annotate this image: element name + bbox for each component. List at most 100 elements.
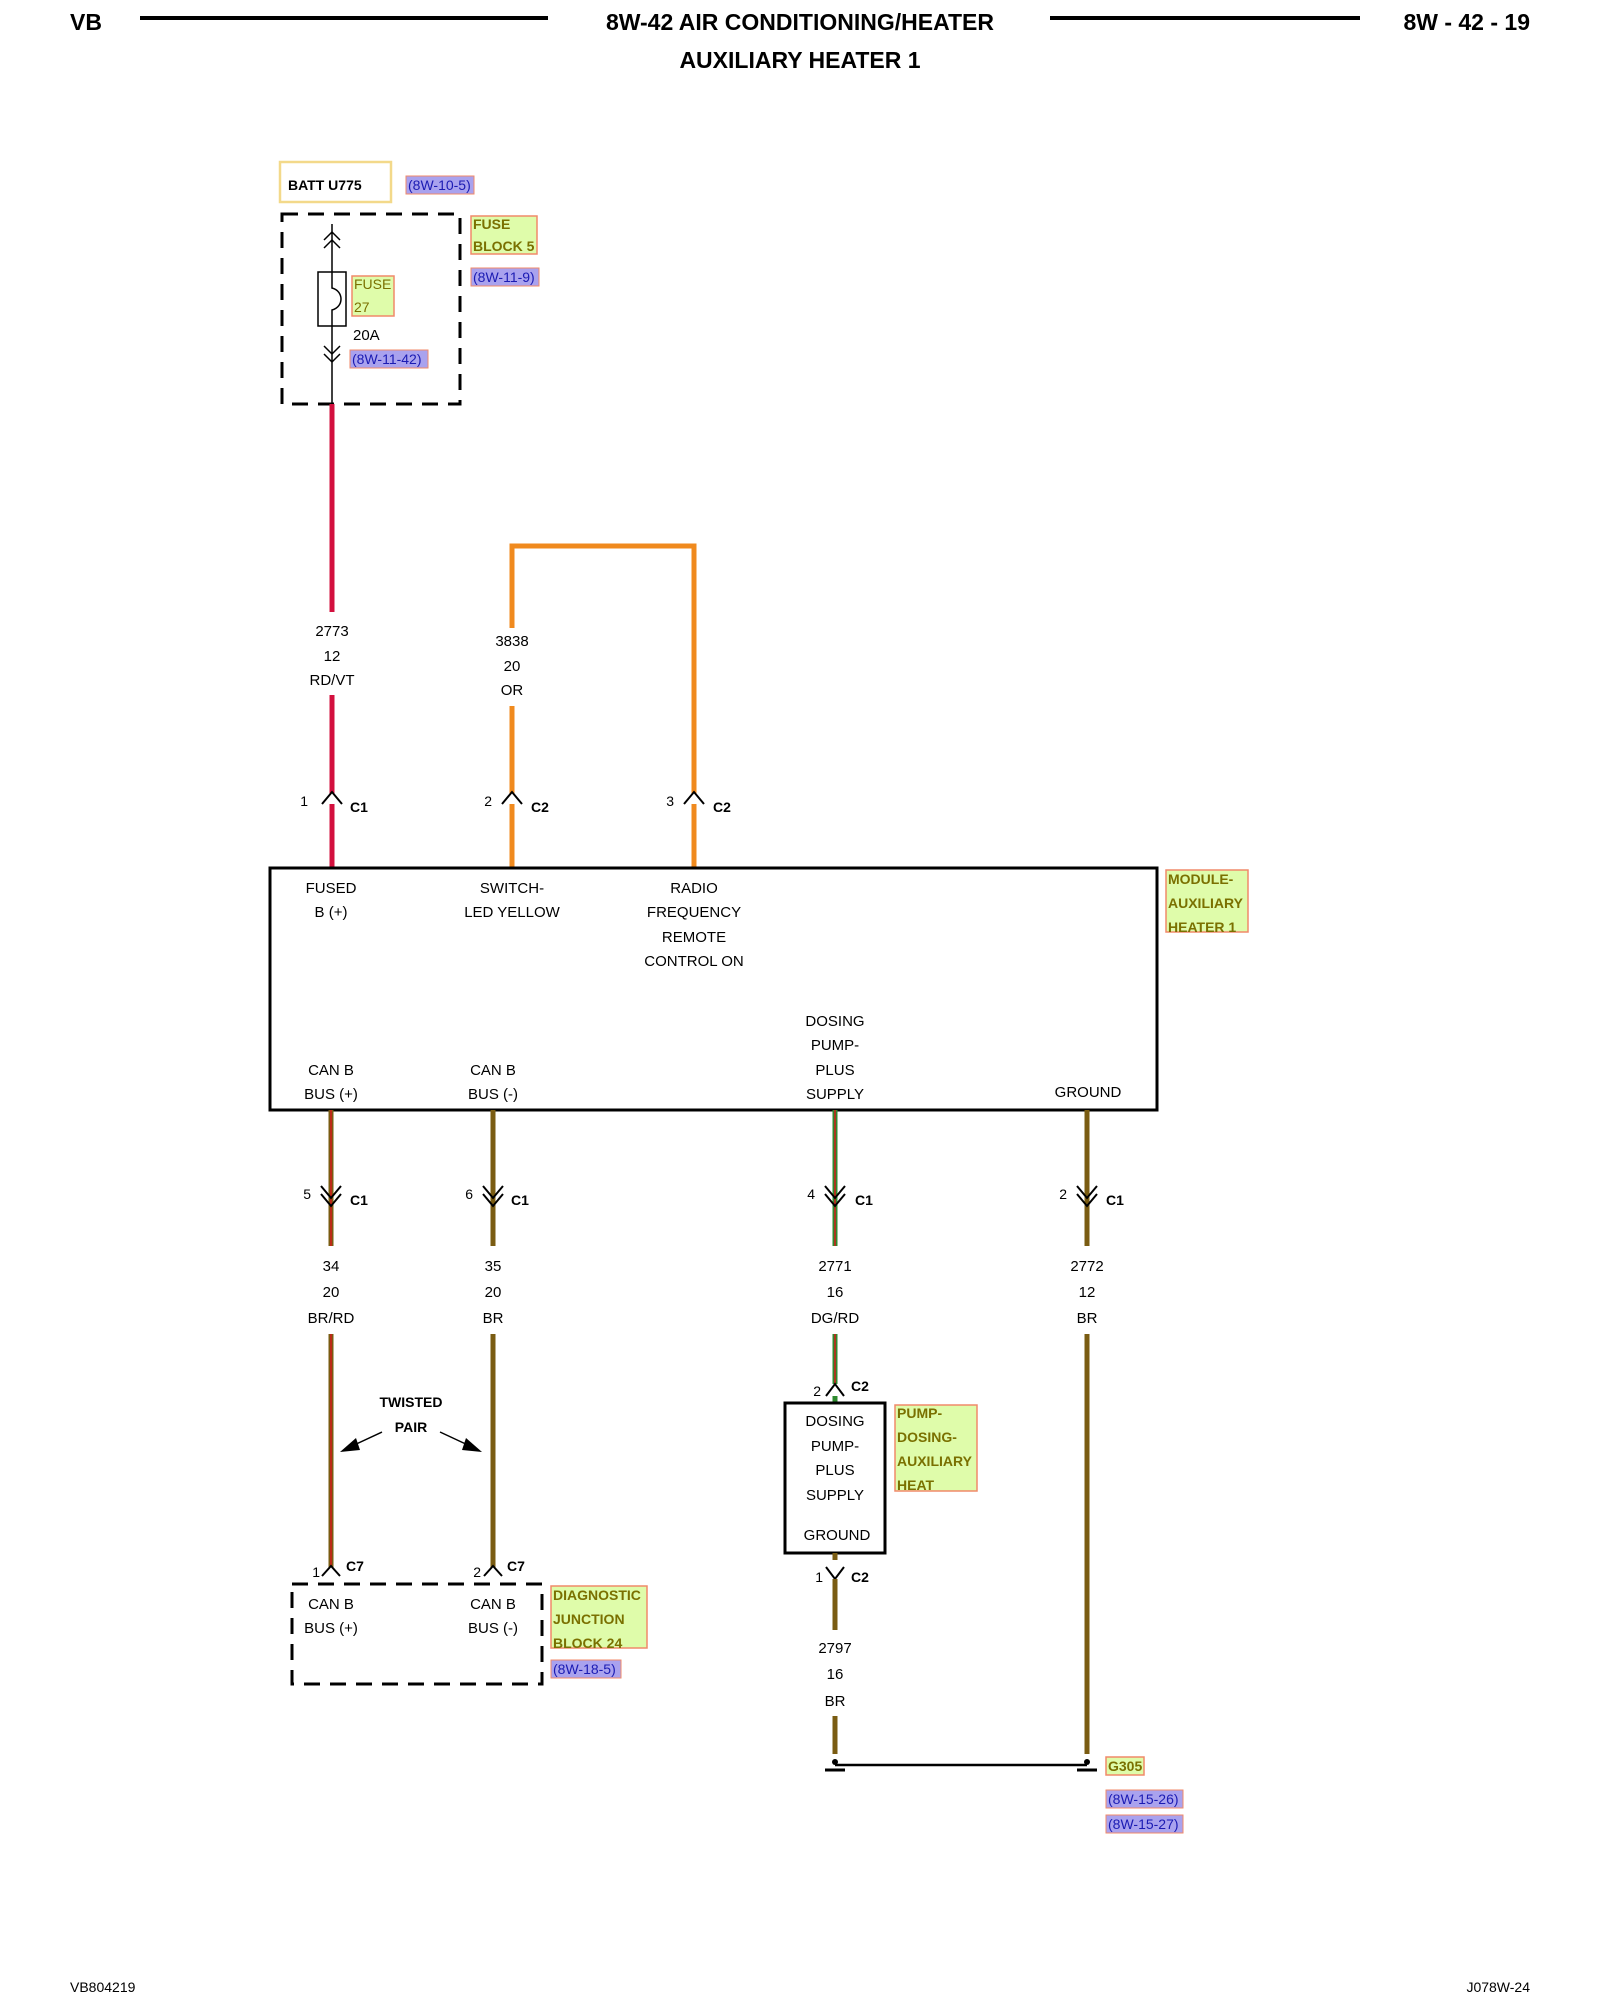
connector-c7-pin1-pin: 1	[312, 1564, 320, 1580]
fuse-block-tag	[470, 215, 538, 255]
module-tag	[1165, 869, 1249, 933]
wire-34-circuit: 34	[323, 1258, 340, 1275]
pin-switch-2: LED YELLOW	[464, 904, 560, 921]
connector-c7-pin1-name: C7	[346, 1558, 364, 1574]
fuse-label-2: 27	[354, 299, 370, 315]
pin-radio-4: CONTROL ON	[644, 953, 743, 970]
wire-2797-gauge: 16	[827, 1666, 844, 1683]
pin-switch-1: SWITCH-	[480, 880, 544, 897]
wire-3838-circuit: 3838	[495, 633, 528, 650]
pin-dosing-2: PUMP-	[811, 1037, 859, 1054]
connector-pump-c2-pin1-name: C2	[851, 1569, 869, 1585]
fuse-chevron-bottom-1	[323, 345, 341, 356]
module-tag-3: HEATER 1	[1168, 919, 1236, 935]
ground-ref-2[interactable]: (8W-15-27)	[1108, 1816, 1179, 1832]
connector-c1-pin5-name: C1	[350, 1192, 368, 1208]
ground-ref-2-box	[1105, 1814, 1184, 1834]
batt-box	[278, 160, 393, 204]
ground-name: G305	[1108, 1758, 1142, 1774]
connector-c7-pin2-symbol	[483, 1564, 503, 1577]
pump-ground-label: GROUND	[804, 1527, 871, 1544]
twisted-pair-label-1: TWISTED	[380, 1394, 443, 1410]
wire-3838-color: OR	[501, 682, 524, 699]
pump-tag	[894, 1404, 978, 1492]
pump-tag-3: AUXILIARY	[897, 1453, 973, 1469]
connector-c1-pin5-symbol-2	[320, 1193, 342, 1208]
connector-c1-pin6-symbol	[482, 1185, 504, 1200]
fuse-rating: 20A	[353, 327, 380, 344]
pin-radio-3: REMOTE	[662, 929, 726, 946]
fuse-label-1: FUSE	[354, 276, 391, 292]
pump-label-3: PLUS	[815, 1462, 854, 1479]
twisted-pair-label-2: PAIR	[395, 1419, 427, 1435]
wire-34-color: BR/RD	[308, 1310, 355, 1327]
wire-3838-gauge: 20	[504, 658, 521, 675]
connector-c1-pin4-symbol	[824, 1185, 846, 1200]
wire-2771-circuit: 2771	[818, 1258, 851, 1275]
fuse-block-outline	[280, 212, 462, 406]
pump-label-1: DOSING	[805, 1413, 864, 1430]
connector-c2-pin2-name: C2	[531, 799, 549, 815]
wire-2771-color: DG/RD	[811, 1310, 860, 1327]
wire-2771-gauge: 16	[827, 1284, 844, 1301]
dlc-can-b-minus-1: CAN B	[470, 1596, 516, 1613]
connector-pump-c2-pin2-pin: 2	[813, 1383, 821, 1399]
dlc-can-b-plus-1: CAN B	[308, 1596, 354, 1613]
connector-c1-pin6-pin: 6	[465, 1186, 473, 1202]
connector-c1-pin6-name: C1	[511, 1192, 529, 1208]
connector-c2-pin2-pin: 2	[484, 793, 492, 809]
wire-35-color: BR	[483, 1310, 504, 1327]
ground-dot-left	[832, 1759, 838, 1765]
pin-can-b-plus-2: BUS (+)	[304, 1086, 358, 1103]
ground-ref-1-box	[1105, 1789, 1184, 1809]
pin-radio-2: FREQUENCY	[647, 904, 741, 921]
wire-2797-color: BR	[825, 1693, 846, 1710]
ground-dot-right	[1084, 1759, 1090, 1765]
pump-tag-1: PUMP-	[897, 1405, 942, 1421]
batt-ref-box	[405, 175, 475, 195]
header-title: 8W-42 AIR CONDITIONING/HEATER	[606, 9, 994, 35]
twisted-arrow-right-head	[462, 1438, 482, 1452]
connector-pump-c2-pin2-name: C2	[851, 1378, 869, 1394]
dlc-can-b-plus-2: BUS (+)	[304, 1620, 358, 1637]
connector-c1-pin4-name: C1	[855, 1192, 873, 1208]
wire-2773-gauge: 12	[324, 648, 341, 665]
wire-2772-color: BR	[1077, 1310, 1098, 1327]
wire-35-gauge: 20	[485, 1284, 502, 1301]
fuse-ref[interactable]: (8W-11-42)	[352, 351, 422, 367]
wire-35-circuit: 35	[485, 1258, 502, 1275]
ground-tag	[1105, 1756, 1145, 1776]
fuse-block-label-2: BLOCK 5	[473, 238, 535, 254]
pin-fused-b-1: FUSED	[306, 880, 357, 897]
dlc-tag	[550, 1585, 648, 1649]
pin-can-b-plus-1: CAN B	[308, 1062, 354, 1079]
twisted-arrow-left-head	[340, 1438, 360, 1452]
pump-label-2: PUMP-	[811, 1438, 859, 1455]
connector-c2-pin3-pin: 3	[666, 793, 674, 809]
pin-dosing-3: PLUS	[815, 1062, 854, 1079]
pin-can-b-minus-2: BUS (-)	[468, 1086, 518, 1103]
header-page-number: 8W - 42 - 19	[1403, 9, 1530, 35]
pump-tag-4: HEAT	[897, 1477, 935, 1493]
ground-ref-1[interactable]: (8W-15-26)	[1108, 1791, 1179, 1807]
header-left: VB	[70, 9, 102, 35]
connector-c2-pin2-symbol	[501, 790, 523, 805]
dlc-tag-3: BLOCK 24	[553, 1635, 622, 1651]
batt-label: BATT U775	[288, 177, 362, 193]
dlc-tag-2: JUNCTION	[553, 1611, 625, 1627]
dlc-ref[interactable]: (8W-18-5)	[553, 1661, 616, 1677]
pump-label-4: SUPPLY	[806, 1487, 864, 1504]
connector-c2-pin3-name: C2	[713, 799, 731, 815]
pin-fused-b-2: B (+)	[315, 904, 348, 921]
dlc-ref-box	[550, 1659, 622, 1679]
connector-c7-pin2-name: C7	[507, 1558, 525, 1574]
footer-right: J078W-24	[1466, 1979, 1530, 1995]
fuse-block-ref[interactable]: (8W-11-9)	[473, 269, 535, 285]
connector-c1-pin4-symbol-2	[824, 1193, 846, 1208]
fuse-block-label-1: FUSE	[473, 216, 510, 232]
batt-ref[interactable]: (8W-10-5)	[408, 177, 471, 193]
fuse-chevron-bottom-2	[323, 353, 341, 364]
pin-can-b-minus-1: CAN B	[470, 1062, 516, 1079]
connector-c1-pin2-symbol	[1076, 1185, 1098, 1200]
